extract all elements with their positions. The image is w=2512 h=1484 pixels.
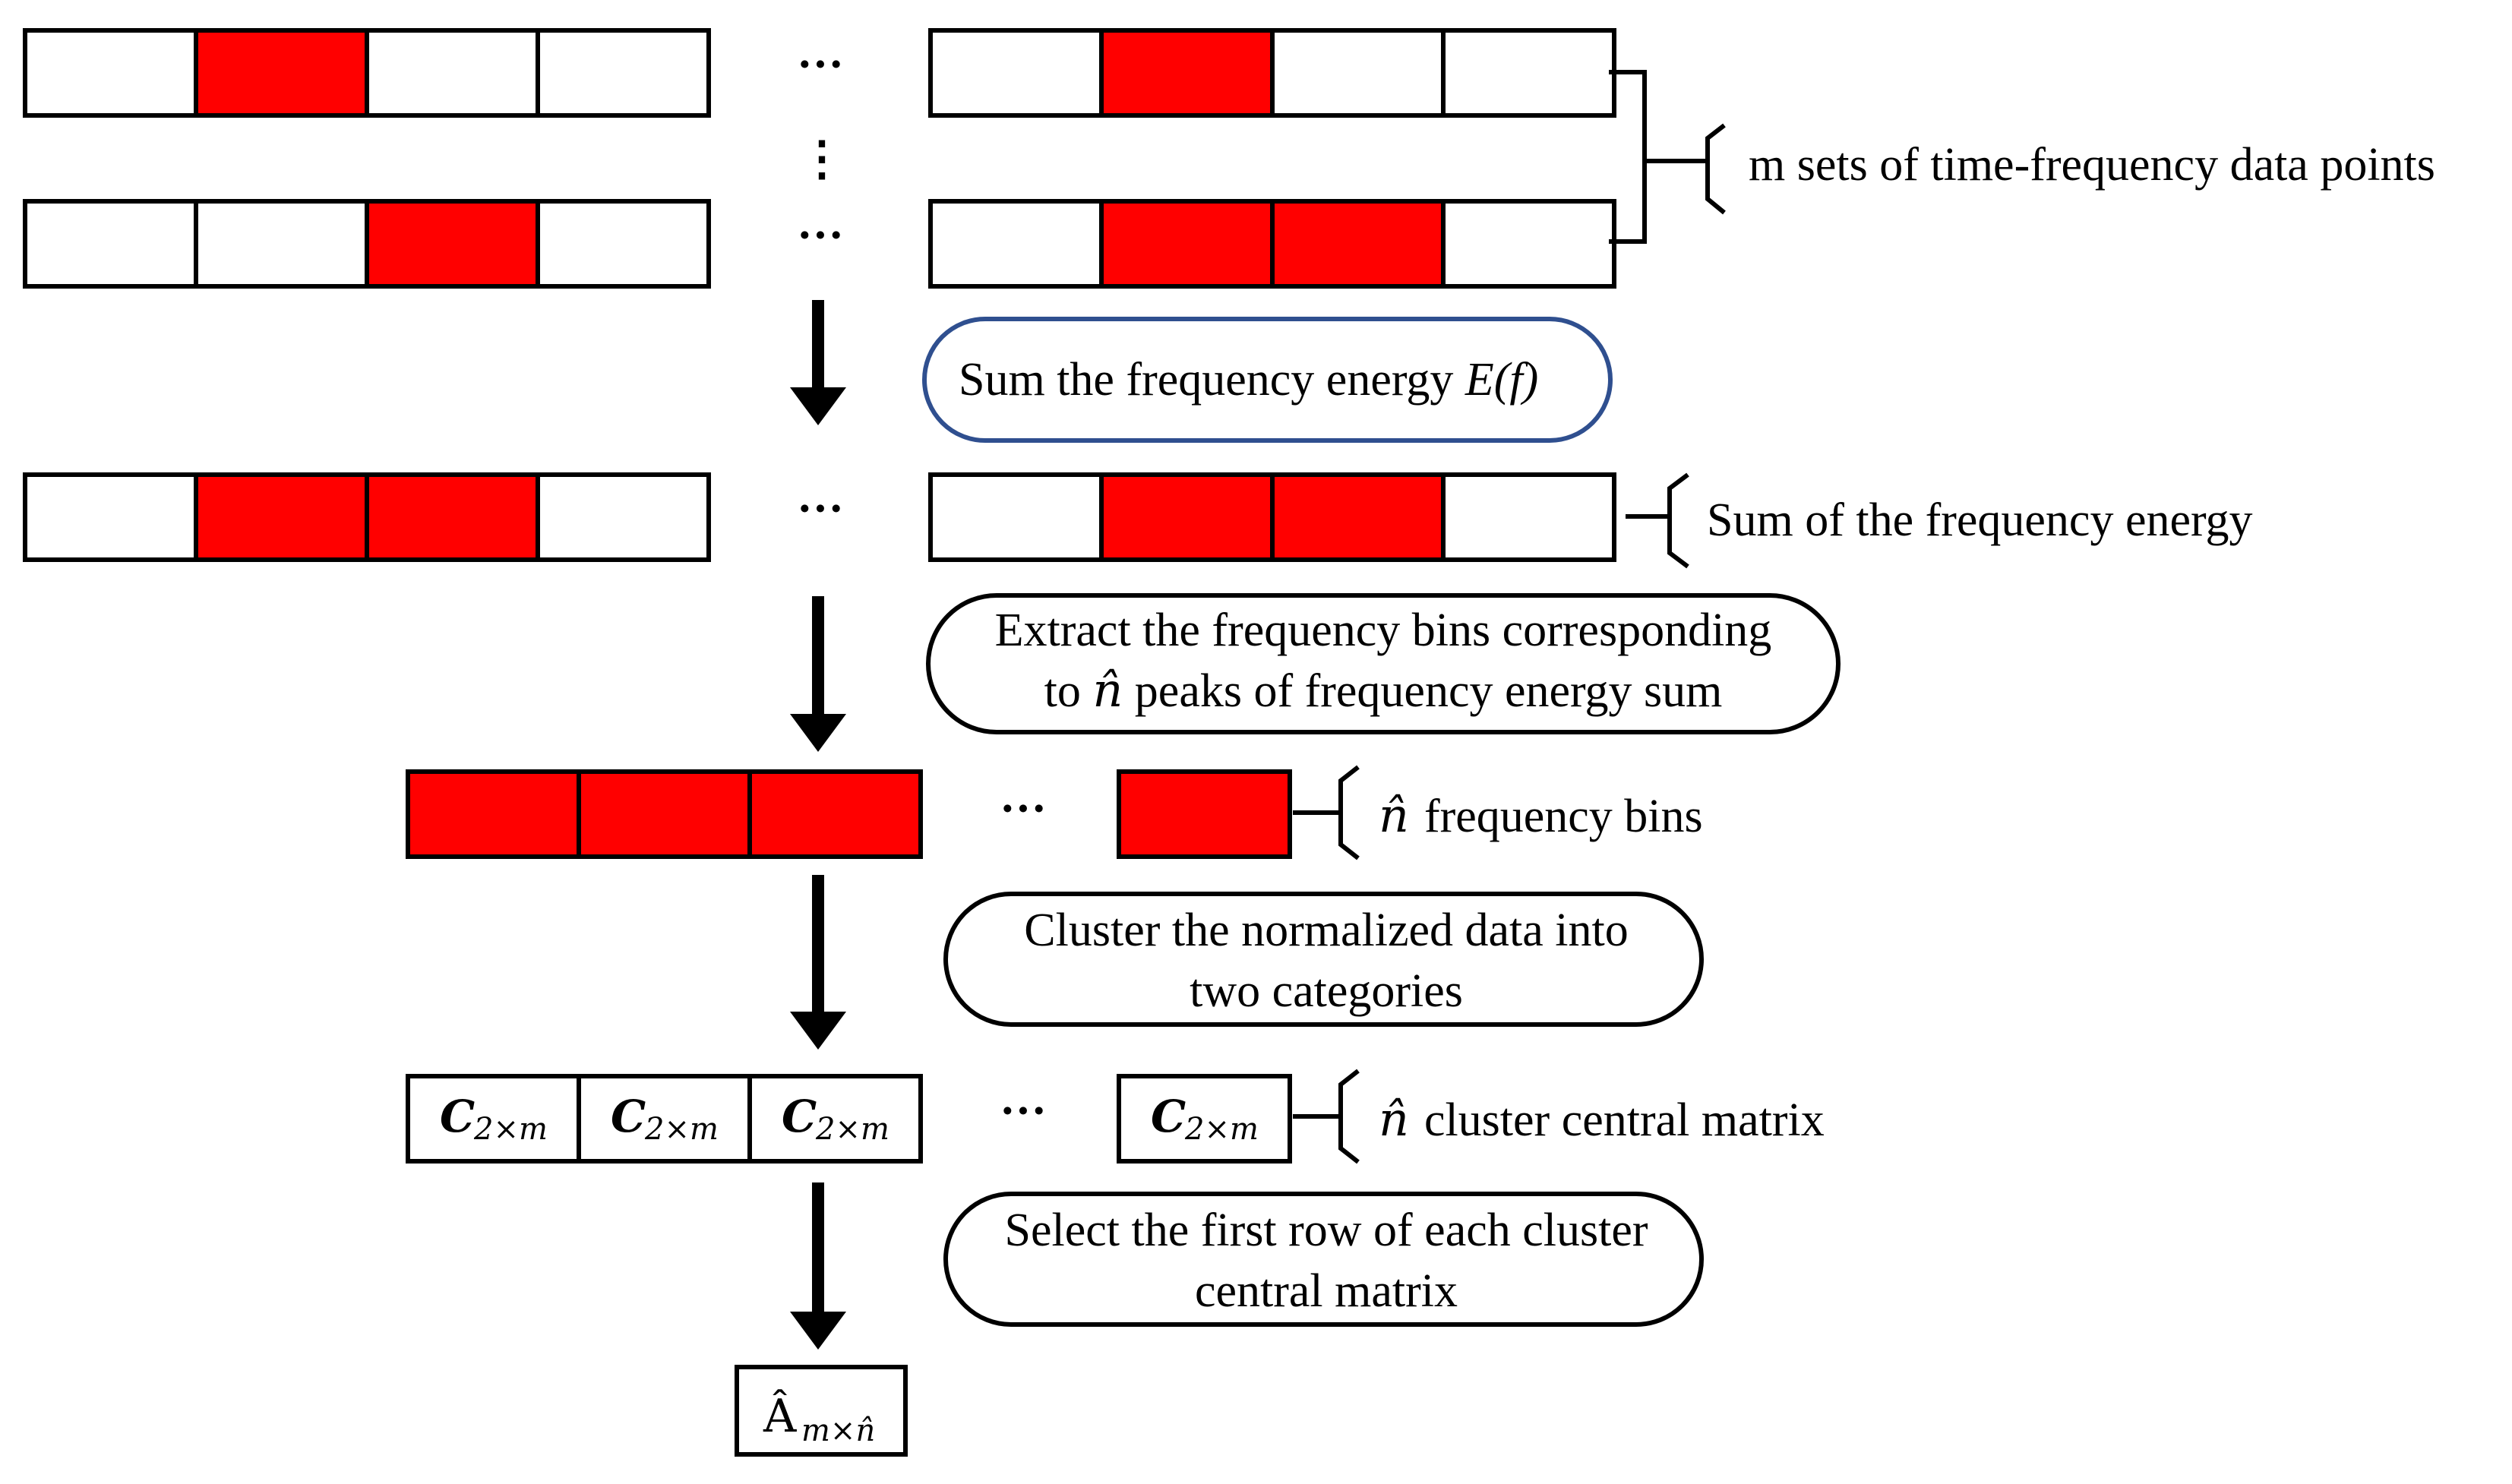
cluster-brace-icon bbox=[1293, 1069, 1360, 1164]
svg-text:n̂frequency bins: n̂ frequency bins bbox=[1379, 788, 1703, 843]
select-step-line-1: Select the first row of each cluster bbox=[1005, 1205, 1648, 1256]
sum-row-left-cell-3 bbox=[365, 472, 540, 562]
frequency-bin-last-cell bbox=[1117, 769, 1292, 859]
frequency-bin-cell-1 bbox=[406, 769, 581, 859]
cluster-matrix-symbol: C bbox=[611, 1091, 646, 1142]
sum-row-left-cell-2 bbox=[194, 472, 369, 562]
sum-row-right-cell-2 bbox=[1099, 472, 1275, 562]
cluster-label: cluster central matrix bbox=[1424, 1094, 1825, 1146]
svg-text:n̂cluster central matrix: n̂ cluster central matrix bbox=[1379, 1091, 1825, 1147]
svg-text:2×m: 2×m bbox=[1184, 1112, 1259, 1147]
extract-step-n-hat: n̂ bbox=[1092, 662, 1123, 718]
cluster-matrix-cell-1: C2×m bbox=[406, 1074, 581, 1164]
extract-step-line-2-post: peaks of frequency energy sum bbox=[1123, 665, 1722, 717]
m-sets-bracket bbox=[1609, 70, 1670, 244]
svg-text:C: C bbox=[1151, 1091, 1186, 1142]
vertical-ellipsis: ⋮ bbox=[798, 134, 845, 185]
extract-step-box: Extract the frequency bins corresponding… bbox=[926, 593, 1841, 734]
cluster-matrix-symbol: C bbox=[782, 1091, 817, 1142]
select-step-line-2: central matrix bbox=[1195, 1265, 1458, 1317]
sum-row-left-cell-1 bbox=[23, 472, 198, 562]
input-row-1-right-cell-4 bbox=[1441, 28, 1616, 118]
input-row-1-left-cell-2 bbox=[194, 28, 369, 118]
ellipsis-bins-row: ··· bbox=[1000, 783, 1047, 835]
arrow-down-3 bbox=[790, 875, 846, 1050]
input-row-m-left-cells bbox=[23, 199, 711, 289]
input-row-m-left-cell-1 bbox=[23, 199, 198, 289]
cluster-matrix-subscript: 2×m bbox=[815, 1112, 889, 1147]
sum-row: ··· bbox=[23, 472, 1616, 562]
frequency-bins-cells bbox=[406, 769, 923, 859]
sum-row-left-cell-4 bbox=[536, 472, 711, 562]
cluster-n-hat: n̂ bbox=[1379, 1091, 1409, 1147]
input-row-1-left-cells bbox=[23, 28, 711, 118]
arrow-down-2 bbox=[790, 596, 846, 752]
input-row-m-left-cell-4 bbox=[536, 199, 711, 289]
ellipsis-sum-row: ··· bbox=[797, 483, 844, 535]
input-row-1-right-cell-2 bbox=[1099, 28, 1275, 118]
input-row-1-right-cells bbox=[928, 28, 1616, 118]
m-sets-brace-icon bbox=[1670, 123, 1726, 215]
cluster-matrix-cell-3: C2×m bbox=[747, 1074, 923, 1164]
arrow-down-4 bbox=[790, 1182, 846, 1350]
m-sets-label: m sets of time-frequency data points bbox=[1749, 139, 2435, 191]
frequency-bins-row: ··· bbox=[406, 769, 1292, 859]
input-row-1-left-cell-3 bbox=[365, 28, 540, 118]
input-row-m-right-cells bbox=[928, 199, 1616, 289]
cluster-matrix-subscript: 2×m bbox=[644, 1112, 719, 1147]
result-matrix-subscript: m×n̂ bbox=[801, 1413, 875, 1448]
cluster-step-line-2: two categories bbox=[1190, 965, 1463, 1017]
input-row-1-right-cell-1 bbox=[928, 28, 1104, 118]
sum-row-right-cells bbox=[928, 472, 1616, 562]
extract-step-line-2-pre: to bbox=[1044, 665, 1093, 717]
sum-row-right-cell-4 bbox=[1441, 472, 1616, 562]
select-step-box: Select the first row of each cluster cen… bbox=[943, 1192, 1704, 1327]
sum-step-text: Sum the frequency energy bbox=[959, 354, 1465, 406]
cluster-step-line-1: Cluster the normalized data into bbox=[1024, 905, 1628, 956]
sum-energy-brace-icon bbox=[1626, 472, 1689, 569]
input-row-m-right-cell-4 bbox=[1441, 199, 1616, 289]
frequency-bin-cell-2 bbox=[577, 769, 752, 859]
input-row-1-left-cell-1 bbox=[23, 28, 198, 118]
result-matrix-box: Â m×n̂ bbox=[735, 1365, 908, 1457]
ellipsis-row-1: ··· bbox=[797, 39, 844, 90]
input-row-m-right-cell-3 bbox=[1270, 199, 1446, 289]
cluster-matrix-last-cell: C 2×m bbox=[1117, 1074, 1292, 1164]
sum-step-box: Sum the frequency energy E(f) bbox=[922, 317, 1613, 443]
arrow-down-1 bbox=[790, 300, 846, 425]
sum-row-left-cells bbox=[23, 472, 711, 562]
bins-n-hat: n̂ bbox=[1379, 788, 1409, 843]
input-row-m: ··· bbox=[23, 199, 1616, 289]
input-row-1: ··· bbox=[23, 28, 1616, 118]
bins-brace-icon bbox=[1293, 765, 1360, 860]
cluster-matrix-symbol: C bbox=[440, 1091, 475, 1142]
svg-text:Sum the frequency energy E(f): Sum the frequency energy E(f) bbox=[959, 354, 1538, 406]
input-row-1-right-cell-3 bbox=[1270, 28, 1446, 118]
input-row-m-right-cell-1 bbox=[928, 199, 1104, 289]
sum-row-right-cell-1 bbox=[928, 472, 1104, 562]
svg-text:to n̂ peaks of frequency energ: to n̂ peaks of frequency energy sum bbox=[1044, 662, 1723, 718]
cluster-step-box: Cluster the normalized data into two cat… bbox=[943, 892, 1704, 1027]
sum-row-right-cell-3 bbox=[1270, 472, 1446, 562]
bins-label: frequency bins bbox=[1424, 791, 1703, 842]
input-row-m-right-cell-2 bbox=[1099, 199, 1275, 289]
cluster-matrix-cell-2: C2×m bbox=[577, 1074, 752, 1164]
input-row-m-left-cell-3 bbox=[365, 199, 540, 289]
sum-step-symbol: E(f) bbox=[1465, 354, 1538, 406]
input-row-1-left-cell-4 bbox=[536, 28, 711, 118]
input-row-m-left-cell-2 bbox=[194, 199, 369, 289]
ellipsis-cluster-row: ··· bbox=[1000, 1085, 1047, 1137]
cluster-matrix-subscript: 2×m bbox=[473, 1112, 548, 1147]
sum-energy-label: Sum of the frequency energy bbox=[1707, 494, 2253, 546]
ellipsis-row-m: ··· bbox=[797, 210, 844, 261]
result-matrix-symbol: Â bbox=[763, 1389, 797, 1443]
extract-step-line-1: Extract the frequency bins corresponding bbox=[995, 605, 1772, 656]
frequency-bin-cell-3 bbox=[747, 769, 923, 859]
